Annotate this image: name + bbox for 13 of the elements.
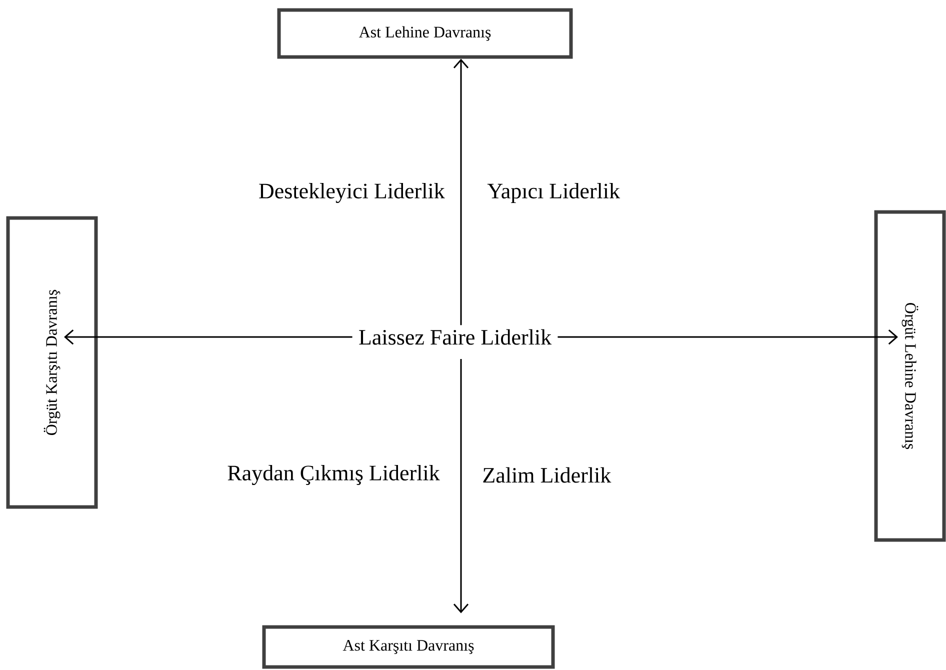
arrow (453, 58, 469, 326)
text-box: Örgüt Karşıtı Davranış (6, 216, 98, 509)
arrow (453, 358, 469, 614)
center-label: Laissez Faire Liderlik (356, 327, 554, 347)
arrow (558, 329, 898, 345)
text-box: Örgüt Lehine Davranış (874, 210, 946, 542)
text-box: Ast Karşıtı Davranış (262, 625, 555, 669)
text-box: Ast Lehine Davranış (277, 8, 573, 59)
quadrant-label: Yapıcı Liderlik (487, 183, 620, 203)
quadrant-label: Raydan Çıkmış Liderlik (228, 465, 440, 486)
arrow (64, 329, 352, 345)
quadrant-label: Destekleyici Liderlik (259, 183, 445, 204)
quadrant-label: Zalim Liderlik (483, 467, 612, 483)
